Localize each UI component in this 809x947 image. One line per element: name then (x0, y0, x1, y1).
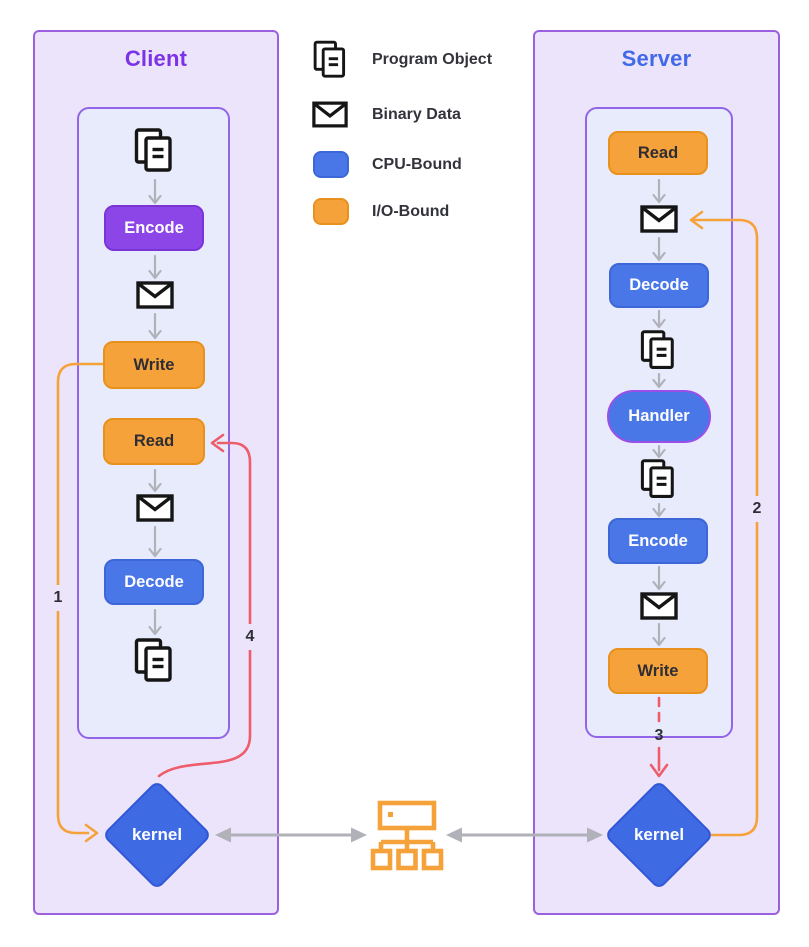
binary-data-icon (312, 101, 348, 128)
client-read-node: Read (103, 418, 205, 465)
binary-data-icon (640, 592, 678, 620)
legend-label-io-bound: I/O-Bound (372, 203, 450, 220)
network-hub-icon (370, 800, 444, 871)
binary-data-icon (136, 281, 174, 309)
step-1-label: 1 (49, 585, 67, 611)
cpu-bound-swatch (313, 151, 349, 178)
step-2-label: 2 (748, 496, 766, 522)
server-panel-title: Server (621, 46, 692, 71)
program-object-icon (640, 330, 676, 371)
legend-label-binary-data: Binary Data (372, 106, 461, 123)
server-encode-node: Encode (608, 518, 708, 564)
client-kernel-node: kernel (101, 779, 213, 891)
server-handler-node: Handler (607, 390, 711, 443)
client-decode-node: Decode (104, 559, 204, 605)
program-object-icon (134, 638, 174, 684)
step-4-label: 4 (241, 624, 259, 650)
program-object-icon (134, 128, 174, 174)
server-kernel-label: kernel (633, 825, 685, 844)
client-panel-title: Client (124, 46, 188, 71)
program-object-icon (313, 40, 347, 80)
client-write-node: Write (103, 341, 205, 389)
io-bound-swatch (313, 198, 349, 225)
step-3-label: 3 (654, 727, 664, 744)
server-write-node: Write (608, 648, 708, 694)
network-hub-led (388, 812, 393, 817)
server-decode-node: Decode (609, 263, 709, 308)
binary-data-icon (136, 494, 174, 522)
legend-label-program-object: Program Object (372, 51, 493, 68)
server-read-node: Read (608, 131, 708, 175)
server-kernel-node: kernel (603, 779, 715, 891)
program-object-icon (640, 459, 676, 500)
legend-label-cpu-bound: CPU-Bound (372, 156, 462, 173)
binary-data-icon (640, 205, 678, 233)
client-encode-node: Encode (104, 205, 204, 251)
client-kernel-label: kernel (131, 825, 183, 844)
